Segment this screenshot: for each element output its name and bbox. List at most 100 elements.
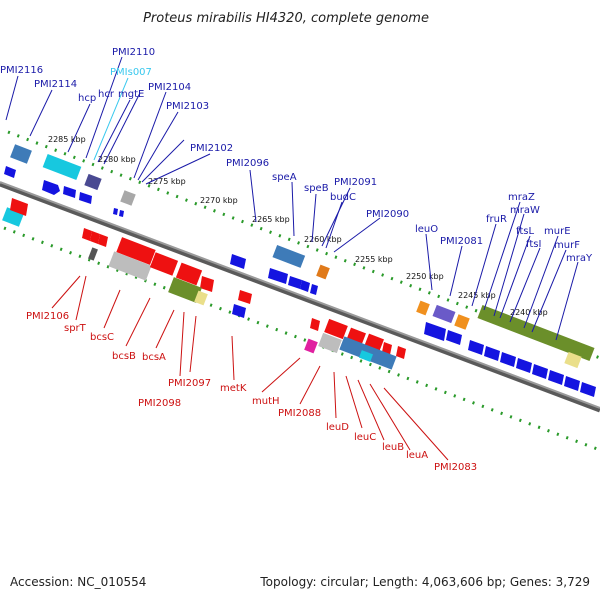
gene-label: PMI2103 [166, 101, 209, 112]
gene-label: PMI2088 [278, 408, 321, 419]
gene-arrow [98, 234, 108, 247]
gene-label: leuB [382, 442, 404, 453]
gene-label: mutH [252, 396, 280, 407]
gene-label: PMI2081 [440, 236, 483, 247]
gene-block [477, 304, 595, 362]
gene-label: speA [272, 172, 297, 183]
gene-arrow [532, 364, 548, 379]
gene-block [168, 277, 202, 303]
forward-genes [10, 144, 595, 369]
gene-arrow [310, 318, 320, 331]
gene-block [116, 237, 156, 265]
kbp-tick: 2255 kbp [355, 255, 393, 264]
gene-label: leuC [354, 432, 376, 443]
kbp-tick: 2260 kbp [304, 235, 342, 244]
gene-arrow [10, 198, 28, 216]
gene-label: PMI2106 [26, 311, 69, 322]
gene-label: ftsI [526, 239, 541, 250]
gene-label: PMI2083 [434, 462, 477, 473]
gene-label: PMI2110 [112, 47, 155, 58]
forward-gene-labels: PMI2116 PMI2114 hcp PMI2110 PMIs007 hcr … [0, 47, 593, 264]
forward-arrows [4, 166, 596, 397]
gene-arrow [516, 358, 532, 373]
gene-arrow [232, 304, 246, 318]
gene-label: leuA [406, 450, 428, 461]
gene-block [10, 144, 32, 164]
gene-arrow [79, 192, 92, 204]
gene-block [304, 338, 318, 354]
gene-label: fruR [486, 214, 507, 225]
kbp-tick: 2285 kbp [48, 135, 86, 144]
gene-arrow [42, 180, 60, 195]
gene-arrow [200, 276, 214, 292]
gene-label: budC [330, 192, 356, 203]
gene-label: ftsL [516, 226, 534, 237]
gene-block [84, 173, 102, 191]
genome-title: Proteus mirabilis HI4320, complete genom… [143, 11, 429, 26]
gene-label: bcsA [142, 352, 166, 363]
gene-label: PMI2116 [0, 65, 43, 76]
gene-arrow [446, 330, 462, 345]
gene-block [324, 318, 348, 340]
inner-guide-track [3, 226, 600, 452]
gene-block [88, 247, 98, 261]
gene-arrow [288, 276, 302, 289]
gene-label: murE [544, 226, 571, 237]
gene-block [272, 245, 306, 268]
gene-label: mraW [510, 205, 540, 216]
gene-arrow [382, 342, 392, 355]
gene-arrow [230, 254, 246, 269]
gene-arrow [580, 382, 596, 397]
kbp-scale: 2285 kbp 2280 kbp 2275 kbp 2270 kbp 2265… [48, 135, 548, 317]
gene-label: leuD [326, 422, 349, 433]
gene-block [454, 314, 470, 330]
kbp-tick: 2245 kbp [458, 291, 496, 300]
gene-label: mgtE [118, 89, 144, 100]
gene-label: PMI2104 [148, 82, 191, 93]
gene-arrow [310, 284, 318, 295]
gene-arrow [113, 208, 118, 215]
gene-label: murF [554, 240, 580, 251]
gene-label: metK [220, 383, 247, 394]
gene-block [108, 251, 152, 281]
gene-block [316, 264, 330, 280]
gene-block [432, 304, 456, 324]
gene-block [149, 252, 179, 276]
gene-label: mraY [566, 253, 593, 264]
gene-arrow [484, 346, 500, 361]
gene-label: PMI2102 [190, 143, 233, 154]
gene-arrow [564, 376, 580, 391]
gene-label: PMI2114 [34, 79, 77, 90]
gene-arrow [4, 166, 16, 178]
gene-block [318, 332, 342, 354]
gene-label: bcsB [112, 351, 136, 362]
kbp-tick: 2270 kbp [200, 196, 238, 205]
reverse-genes [2, 198, 406, 370]
topology-label: Topology: circular; Length: 4,063,606 bp… [259, 575, 590, 589]
gene-label: speB [304, 183, 329, 194]
gene-block [120, 190, 136, 206]
gene-block [194, 290, 208, 306]
kbp-tick: 2265 kbp [252, 215, 290, 224]
gene-label: leuO [415, 224, 438, 235]
kbp-tick: 2275 kbp [148, 177, 186, 186]
gene-label: PMI2090 [366, 209, 409, 220]
gene-block [175, 262, 203, 286]
highlight-leader-line [93, 77, 129, 161]
kbp-tick: 2240 kbp [510, 308, 548, 317]
gene-label: bcsC [90, 332, 114, 343]
gene-label: PMI2097 [168, 378, 211, 389]
kbp-tick: 2250 kbp [406, 272, 444, 281]
genome-backbone [0, 181, 600, 413]
gene-arrow [119, 210, 124, 217]
gene-label: sprT [64, 323, 87, 334]
gene-arrow [424, 322, 446, 341]
gene-label: hcp [78, 93, 96, 104]
gene-block [42, 154, 82, 180]
gene-block [416, 300, 430, 316]
gene-block [564, 351, 582, 369]
reverse-leader-lines [51, 275, 449, 461]
gene-label: PMI2096 [226, 158, 269, 169]
gene-label: mraZ [508, 192, 535, 203]
